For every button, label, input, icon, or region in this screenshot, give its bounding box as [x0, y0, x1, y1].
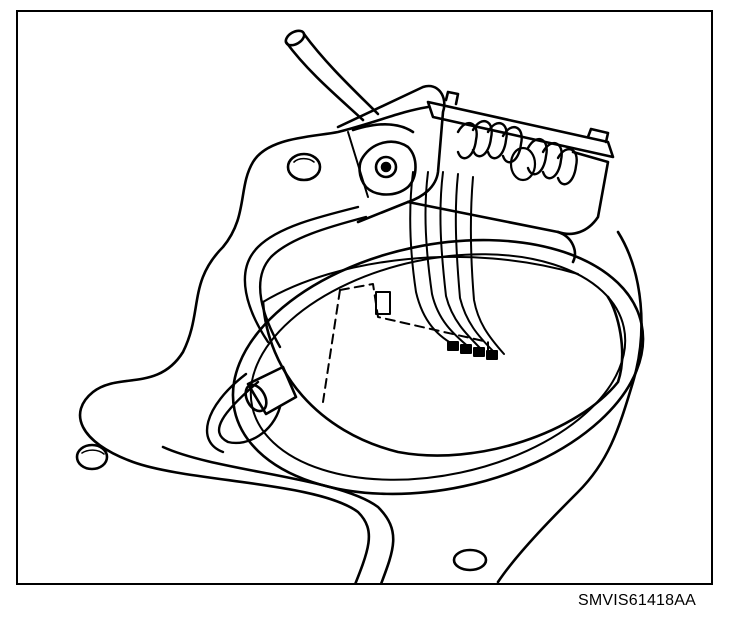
- mounting-flange: [78, 105, 643, 583]
- bolt-hole-bottom: [452, 548, 488, 572]
- throttle-body-illustration: [75, 29, 645, 583]
- return-spring-assembly: [406, 90, 615, 264]
- control-cable: [284, 29, 380, 122]
- throttle-bore: [231, 238, 645, 496]
- sensor-connector: [205, 205, 368, 454]
- throttle-lever: [336, 84, 446, 224]
- figure-code-label: SMVIS61418AA: [577, 592, 696, 609]
- throttle-plate: [261, 255, 624, 457]
- diagram-frame: [16, 10, 713, 585]
- wire-harness: [409, 171, 505, 360]
- bolt-hole-upper-left: [286, 152, 322, 182]
- bolt-holes: [75, 152, 488, 572]
- bolt-hole-lower-left: [75, 443, 109, 471]
